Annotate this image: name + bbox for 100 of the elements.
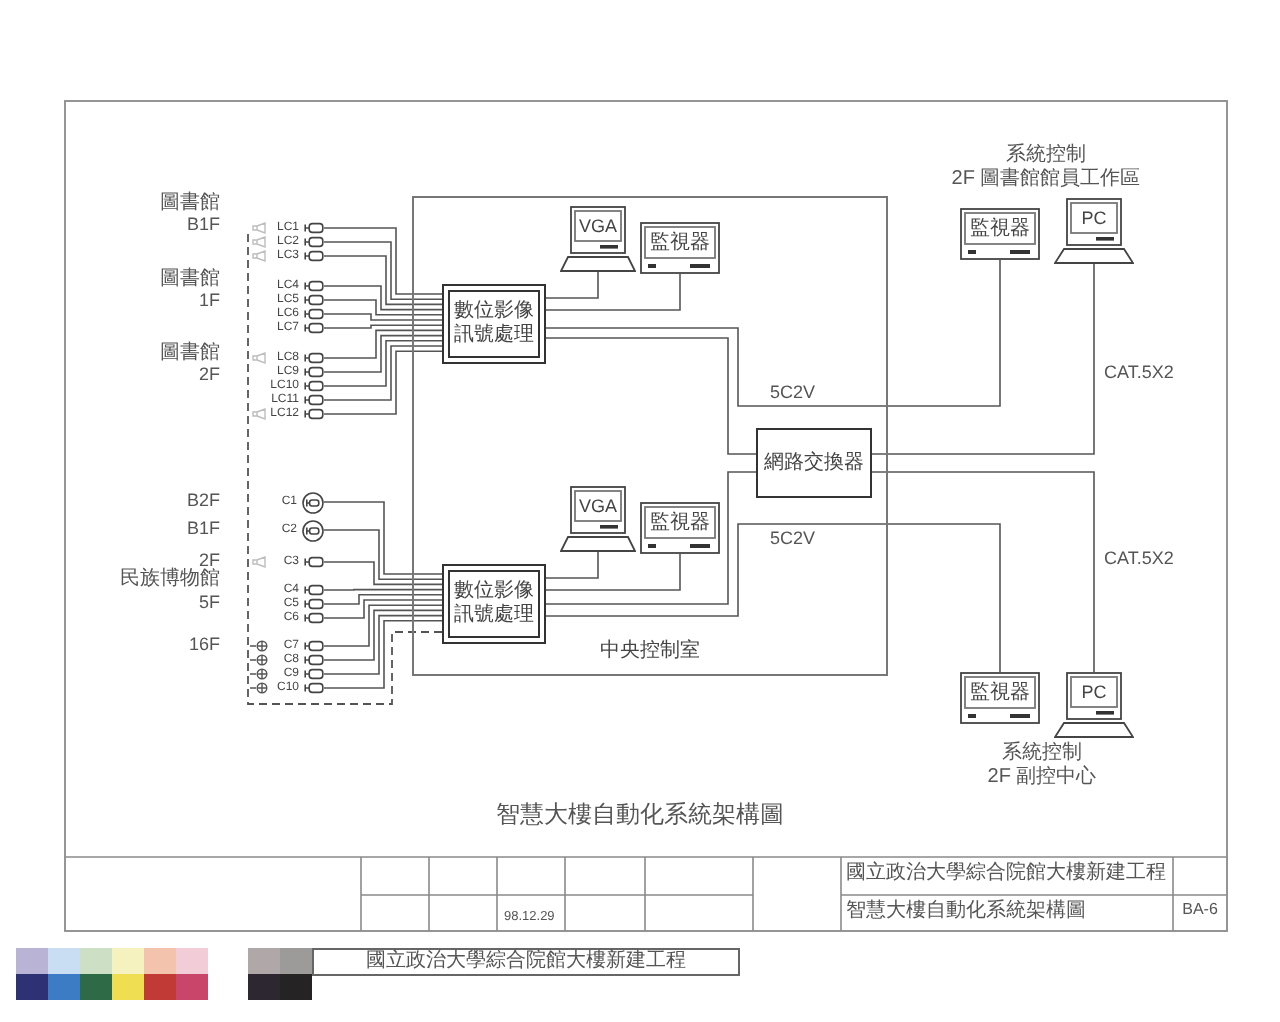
camera-icon xyxy=(304,280,324,292)
connector-line xyxy=(545,273,681,311)
device-label: VGA xyxy=(576,493,619,519)
processor-box xyxy=(442,284,546,364)
camera-icon xyxy=(304,322,324,334)
floor-label: 2F xyxy=(198,552,220,570)
connector-line xyxy=(323,334,443,373)
camera-icon xyxy=(304,640,324,652)
computer xyxy=(560,486,636,552)
connector-line xyxy=(871,471,1095,673)
title-block-text: 智慧大樓自動化系統架構圖 xyxy=(846,902,1086,922)
floor-label: 16F xyxy=(188,636,220,654)
connector-line xyxy=(323,227,443,295)
dome-camera-icon xyxy=(302,519,324,541)
device-label: 監視器 xyxy=(648,509,712,537)
connector-line xyxy=(323,561,443,586)
camera-icon xyxy=(304,584,324,596)
title-block-text: 國立政治大學綜合院館大樓新建工程 xyxy=(846,864,1166,884)
connector-line xyxy=(323,285,443,311)
camera-icon xyxy=(304,556,324,568)
caption-text: 系統控制 xyxy=(1002,744,1082,764)
drawing-title: 智慧大樓自動化系統架構圖 xyxy=(496,802,784,826)
connector-line xyxy=(545,523,1001,673)
edge-label: CAT.5X2 xyxy=(1102,364,1176,382)
camera-icon xyxy=(304,598,324,610)
device-label: 監視器 xyxy=(968,215,1032,243)
switch-box xyxy=(756,428,872,498)
connector-line xyxy=(323,529,443,580)
stamp-text: 國立政治大學綜合院館大樓新建工程 xyxy=(366,952,686,972)
device-label: 監視器 xyxy=(968,679,1032,707)
connector-line xyxy=(323,501,443,575)
connector-line xyxy=(323,241,443,300)
camera-icon xyxy=(304,394,324,406)
connector-line xyxy=(323,329,443,359)
connector-line xyxy=(323,255,443,306)
connector-line xyxy=(545,553,681,591)
building-label: 圖書館 xyxy=(160,344,220,364)
connector-line xyxy=(545,471,757,605)
dashed-connector xyxy=(247,233,443,705)
building-label: 民族博物館 xyxy=(120,570,220,590)
camera-icon xyxy=(304,308,324,320)
floor-label: B2F xyxy=(186,492,220,510)
connector-line xyxy=(323,350,443,415)
device-label: VGA xyxy=(576,213,619,239)
connector-line xyxy=(323,299,443,316)
caption-text: 2F 副控中心 xyxy=(987,768,1097,788)
caption-text: 系統控制 xyxy=(1006,146,1086,166)
floor-label: B1F xyxy=(186,520,220,538)
camera-icon xyxy=(304,654,324,666)
building-label: 圖書館 xyxy=(160,270,220,290)
connector-line xyxy=(323,604,443,647)
connector-line xyxy=(545,259,1001,407)
building-label: 圖書館 xyxy=(160,194,220,214)
computer xyxy=(560,206,636,272)
camera-icon xyxy=(304,352,324,364)
floor-label: 2F xyxy=(198,366,220,384)
monitor xyxy=(640,222,720,274)
camera-icon xyxy=(304,668,324,680)
processor-box xyxy=(442,564,546,644)
camera-icon xyxy=(304,236,324,248)
camera-icon xyxy=(304,682,324,694)
floor-label: 1F xyxy=(198,292,220,310)
connector-line xyxy=(323,324,443,329)
connector-line xyxy=(323,599,443,619)
edge-label: CAT.5X2 xyxy=(1102,550,1176,568)
connector-line xyxy=(545,337,757,455)
connector-line xyxy=(545,271,599,299)
monitor xyxy=(960,208,1040,260)
camera-icon xyxy=(304,380,324,392)
connector-line xyxy=(323,614,443,675)
connector-line xyxy=(323,313,443,321)
camera-icon xyxy=(304,294,324,306)
device-label: PC xyxy=(1079,205,1109,231)
device-label: 數位影像訊號處理 xyxy=(453,580,535,628)
edge-label: 5C2V xyxy=(768,384,818,402)
device-label: PC xyxy=(1079,679,1109,705)
camera-icon xyxy=(304,222,324,234)
computer xyxy=(1054,672,1134,738)
camera-icon xyxy=(304,366,324,378)
camera-icon xyxy=(304,250,324,262)
connector-line xyxy=(871,263,1095,455)
connector-line xyxy=(545,551,599,579)
dome-camera-icon xyxy=(302,491,324,513)
device-label: 監視器 xyxy=(648,229,712,257)
room-outline xyxy=(412,196,888,676)
connector-line xyxy=(323,340,443,387)
connector-line xyxy=(323,609,443,661)
monitor xyxy=(960,672,1040,724)
connector-line xyxy=(323,620,443,689)
floor-label: B1F xyxy=(186,216,220,234)
computer xyxy=(1054,198,1134,264)
device-label: 網路交換器 xyxy=(764,451,864,475)
title-block-text: BA-6 xyxy=(1182,902,1218,918)
room-label: 中央控制室 xyxy=(600,642,700,662)
camera-icon xyxy=(304,612,324,624)
device-label: 數位影像訊號處理 xyxy=(453,300,535,348)
edge-label: 5C2V xyxy=(768,530,818,548)
monitor xyxy=(640,502,720,554)
connector-line xyxy=(323,588,443,591)
caption-text: 2F 圖書館館員工作區 xyxy=(951,170,1141,190)
